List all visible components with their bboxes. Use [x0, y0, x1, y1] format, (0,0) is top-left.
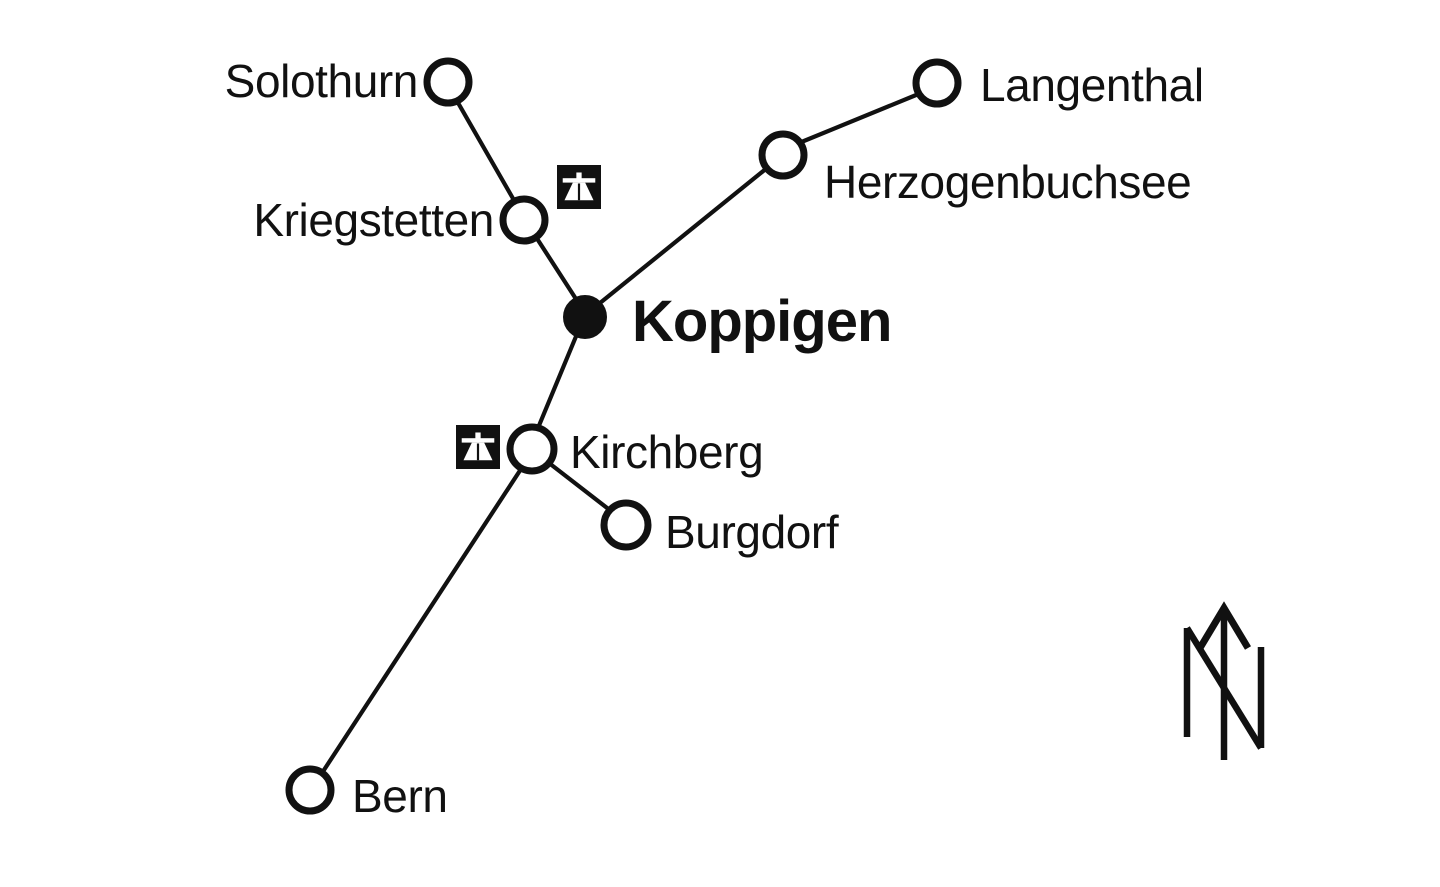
- compass-arrow-head-icon: [1196, 601, 1252, 650]
- place-label-solothurn: Solothurn: [225, 55, 418, 107]
- place-label-herzogenbuchsee: Herzogenbuchsee: [824, 156, 1191, 208]
- place-label-kirchberg: Kirchberg: [570, 426, 763, 478]
- route-line-koppigen-herzogenbuchsee: [597, 165, 770, 306]
- place-node-kirchberg[interactable]: [506, 423, 558, 475]
- place-node-burgdorf[interactable]: [600, 499, 652, 551]
- route-line-koppigen-kirchberg: [535, 331, 580, 431]
- place-label-bern: Bern: [352, 770, 448, 822]
- route-line-herzogenbuchsee-langenthal: [796, 90, 924, 146]
- motorway-junction-icon: [557, 165, 601, 209]
- motorway-junction-icon: [456, 425, 500, 469]
- route-line-kriegstetten-koppigen: [533, 234, 579, 302]
- motorway-markers-layer: [456, 165, 601, 469]
- place-label-burgdorf: Burgdorf: [665, 506, 839, 558]
- place-node-solothurn[interactable]: [423, 57, 473, 107]
- place-node-langenthal[interactable]: [912, 58, 962, 108]
- routes-layer: [319, 90, 924, 776]
- place-label-kriegstetten: Kriegstetten: [253, 194, 494, 246]
- route-line-kirchberg-burgdorf: [546, 460, 614, 514]
- route-line-solothurn-kriegstetten: [454, 98, 518, 205]
- route-line-kirchberg-bern: [319, 466, 524, 776]
- place-node-herzogenbuchsee[interactable]: [758, 130, 808, 180]
- place-nodes-layer: [285, 57, 962, 815]
- place-label-koppigen: Koppigen: [632, 289, 891, 354]
- place-node-bern[interactable]: [285, 765, 335, 815]
- north-arrow: [1183, 601, 1265, 760]
- place-node-koppigen[interactable]: [563, 295, 607, 339]
- place-node-kriegstetten[interactable]: [499, 195, 549, 245]
- place-label-langenthal: Langenthal: [980, 59, 1204, 111]
